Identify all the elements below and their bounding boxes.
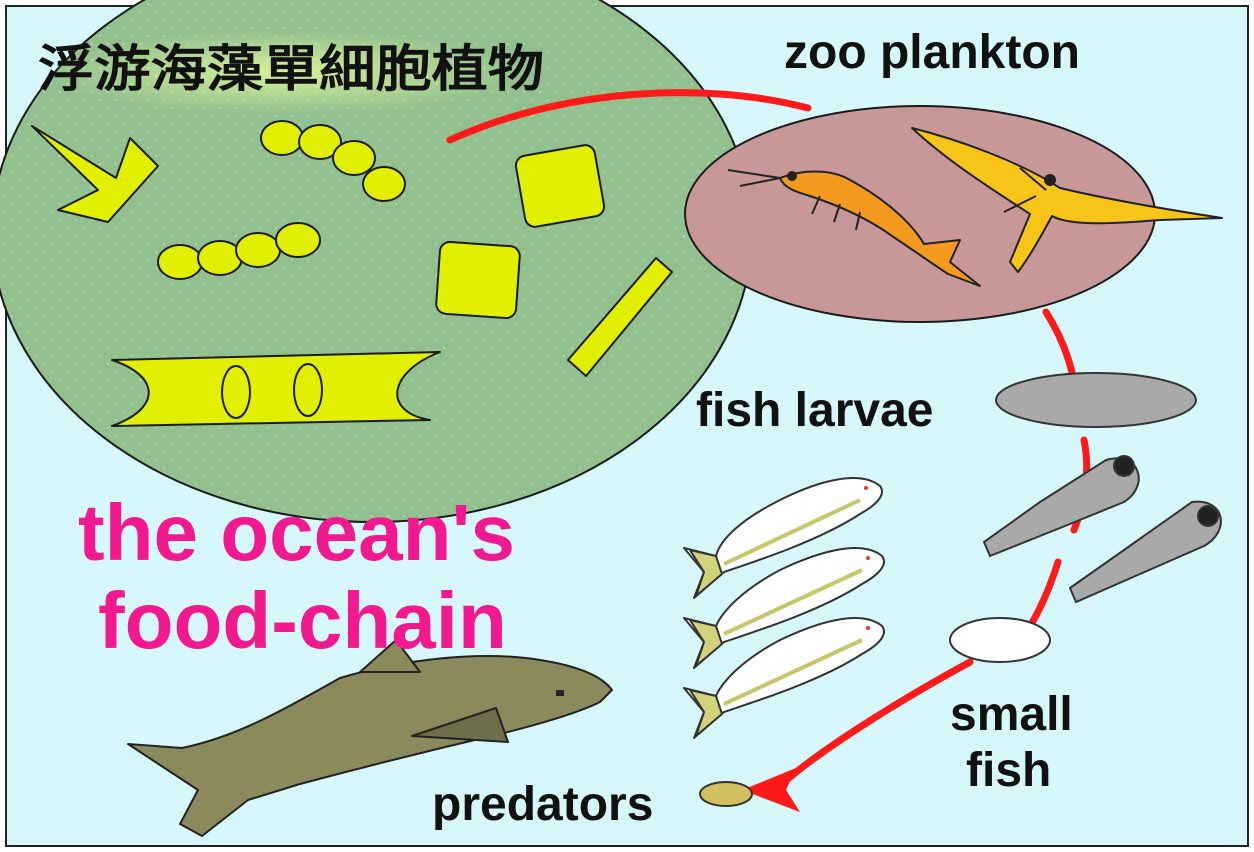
predators-blob — [700, 782, 752, 806]
algae-square-icon — [514, 144, 605, 229]
small-fish-label-line2: fish — [966, 744, 1051, 797]
diagram-title-line1: the ocean's — [78, 488, 515, 577]
algae-square-icon — [436, 241, 521, 318]
small-fish-label-line1: small — [950, 688, 1073, 741]
small-fish-blob — [950, 618, 1050, 662]
fish-larvae-blob — [996, 373, 1196, 427]
fish-larvae-label: fish larvae — [696, 384, 933, 437]
zooplankton-label: zoo plankton — [784, 26, 1080, 79]
diagram-title-line2: food-chain — [98, 576, 507, 665]
diatom-icon — [112, 352, 440, 426]
predators-label: predators — [432, 778, 653, 831]
phytoplankton-label: 浮游海藻單細胞植物 — [38, 40, 544, 98]
